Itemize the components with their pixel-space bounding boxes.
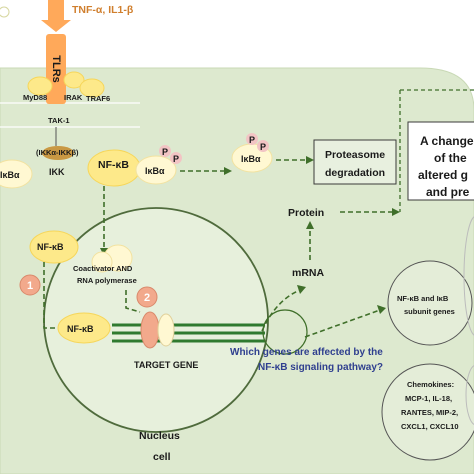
phospho-badge [170,152,182,164]
coactivator-line1: Coactivator AND [73,264,133,273]
arrowhead [306,221,314,229]
mrna-label: mRNA [292,267,325,279]
chemokines-line3: CXCL1, CXCL10 [401,422,459,431]
subunit-genes-circle [387,260,473,346]
proteasome-line2: degradation [325,167,385,179]
change-line1: A change [420,134,474,148]
left-ikba-label: IκBα [0,170,20,180]
nfkb-nuclear-label-lower: NF-κB [67,324,94,334]
ikk-complex-label: (IKKα-IKKβ) [36,148,79,157]
change-line2: of the [434,151,467,165]
nfkb-cytoplasm-label: NF-κB [98,159,129,171]
arrowhead [306,156,314,164]
subunit-genes-line2: subunit genes [404,307,455,316]
phospho-label: P [162,147,168,157]
ligand-arrowhead [41,20,71,32]
phospho-label: P [260,142,266,152]
cell-label: cell [153,451,171,463]
change-line4: and pre [426,185,470,199]
nfkb-nuclear-label-upper: NF-κB [37,242,64,252]
subunit-genes-line1: NF-κB and IκB [397,294,449,303]
arrow-gene-to-mrna [261,289,301,332]
polymerase-blob [140,311,160,349]
arrow-gene-to-outputs [304,309,381,338]
coactivator-blob [91,251,113,273]
step2-badge [136,286,158,308]
chemokines-circle [381,363,474,461]
step1-badge [19,274,41,296]
ikk-complex-blob [42,146,74,160]
phospho-badge [159,145,171,157]
chemokines-line2: RANTES, MIP-2, [401,408,458,417]
left-ikba-blob [0,159,33,189]
arrowhead [224,167,232,175]
arrow-coactivator-to-gene [125,290,141,313]
nucleus-label: Nucleus [139,430,180,442]
target-gene-circle [262,309,308,355]
protein-label: Protein [288,207,324,219]
traf6-label: TRAF6 [86,94,110,103]
ikba-bound-label: IκBα [145,166,165,176]
target-gene-label: TARGET GENE [134,360,198,370]
phospho-badge [257,140,269,152]
cropped-output-circle [463,216,474,336]
ikk-label: IKK [49,167,65,177]
change-line3: altered g [418,168,468,182]
ikba-free-label: IκBα [241,154,261,164]
irak-label: IRAK [64,93,83,102]
ligand-stem [48,0,64,22]
coactivator-dna-blob [157,313,175,347]
tak1-label: TAK-1 [48,116,70,125]
nfkb-nuclear-blob-lower [57,312,111,344]
chemokines-line1: MCP-1, IL-18, [405,394,452,403]
phospho-badge [246,133,258,145]
ikba-bound-blob [135,155,177,185]
irak-blob [63,71,85,89]
arrowhead [377,305,386,314]
cropped-output-circle [465,365,474,425]
nfkb-nuclear-blob-upper [29,230,79,264]
question-line2: NF-κB signaling pathway? [258,362,383,373]
step1-label: 1 [27,280,33,292]
arrowhead [297,285,306,294]
tlr-label: TLRs [50,55,62,83]
arrow-nfkb-to-gene [43,262,56,329]
chemokines-title: Chemokines: [407,380,454,389]
phospho-label: P [249,135,255,145]
proteasome-box [313,139,397,185]
myd88-label: MyD88 [23,93,47,102]
coactivator-line2: RNA polymerase [77,276,137,285]
proteasome-line1: Proteasome [325,149,385,161]
myd88-blob [27,76,53,96]
ligand-label: TNF-α, IL1-β [72,4,134,16]
phospho-label: P [173,154,179,164]
outcome-dashed-box [399,89,474,212]
step2-label: 2 [144,292,150,304]
change-box [407,121,474,201]
traf6-blob [79,78,105,98]
arrowhead [392,208,400,216]
left-edge-circle [0,6,10,18]
question-line1: Which genes are affected by the [230,347,383,358]
